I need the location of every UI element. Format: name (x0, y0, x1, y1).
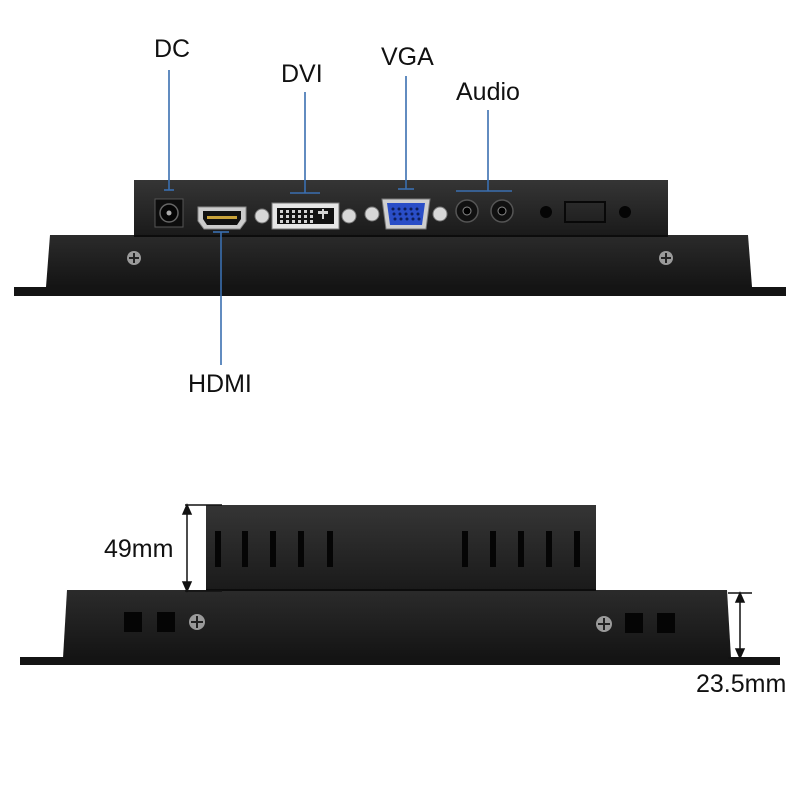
audio-jack-icon (455, 199, 514, 223)
side-screw-left-icon (189, 614, 205, 630)
screw-left-icon (127, 251, 141, 265)
height-dimension-line (181, 503, 222, 593)
side-screw-right-icon (596, 616, 612, 632)
dvi-label: DVI (281, 60, 323, 88)
vga-label: VGA (381, 43, 434, 71)
dc-port-icon (154, 198, 184, 228)
leader-lines (164, 70, 512, 365)
audio-label: Audio (456, 78, 520, 106)
vga-port-icon (364, 198, 448, 230)
hdmi-port-icon (197, 206, 247, 230)
dvi-port-icon (254, 202, 357, 230)
vent-slots (215, 531, 580, 567)
control-holes-icon (540, 201, 631, 223)
depth-label: 23.5mm (696, 670, 787, 698)
dc-label: DC (154, 35, 191, 63)
hdmi-label: HDMI (188, 370, 252, 398)
height-label: 49mm (104, 535, 174, 563)
depth-dimension-line (728, 591, 752, 660)
screw-right-icon (659, 251, 673, 265)
side-panel (20, 503, 780, 665)
rear-panel (14, 180, 786, 296)
